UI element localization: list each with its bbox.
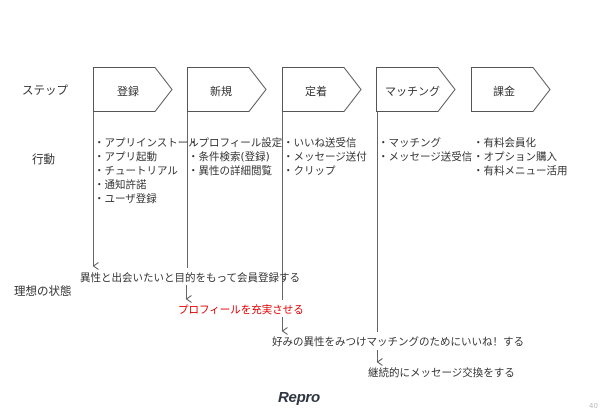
list-item: ・異性の詳細閲覧 [188, 165, 272, 177]
step-shape-1 [93, 67, 173, 112]
ideal-state-3: 好みの異性をみつけマッチングのためにいいね！する [272, 336, 524, 348]
action-list-5: ・有料会員化 ・オプション購入 ・有料メニュー活用 [473, 136, 568, 178]
step-shape-5 [471, 67, 551, 112]
step-label-1: 登録 [117, 85, 139, 98]
ideal-state-1: 異性と出会いたいと目的をもって会員登録する [80, 272, 300, 284]
list-item: ・いいね送受信 [283, 137, 357, 149]
step-shape-3 [282, 67, 362, 112]
list-item: ・マッチング [378, 137, 441, 149]
ideal-state-4: 継続的にメッセージ交換をする [368, 367, 515, 379]
list-item: ・クリップ [283, 165, 336, 177]
step-label-4: マッチング [385, 85, 440, 98]
repro-logo: Repro [278, 389, 320, 406]
list-item: ・プロフィール設定 [188, 137, 283, 149]
list-item: ・有料会員化 [473, 137, 536, 149]
list-item: ・有料メニュー活用 [473, 165, 568, 177]
step-label-2: 新規 [210, 85, 232, 98]
row-label-actions: 行動 [32, 152, 55, 166]
step-shape-4 [376, 67, 456, 112]
row-label-steps: ステップ [22, 83, 68, 97]
list-item: ・メッセージ送付 [283, 151, 367, 163]
action-list-2: ・プロフィール設定 ・条件検索(登録) ・異性の詳細閲覧 [188, 136, 282, 178]
list-item: ・条件検索(登録) [188, 151, 270, 163]
list-item: ・メッセージ送受信 [378, 151, 473, 163]
row-label-ideal-state: 理想の状態 [14, 284, 72, 298]
action-list-3: ・いいね送受信 ・メッセージ送付 ・クリップ [283, 136, 367, 178]
action-list-4: ・マッチング ・メッセージ送受信 [378, 136, 472, 164]
ideal-state-2-highlight: プロフィールを充実させる [178, 304, 304, 316]
list-item: ・オプション購入 [473, 151, 557, 163]
step-label-3: 定着 [305, 85, 327, 98]
page-number: 40 [589, 402, 598, 410]
list-item: ・アプリインストール [94, 137, 199, 149]
step-shape-2 [187, 67, 267, 112]
action-list-1: ・アプリインストール ・アプリ起動 ・チュートリアル ・通知許諾 ・ユーザ登録 [94, 136, 199, 206]
list-item: ・通知許諾 [94, 179, 147, 191]
list-item: ・ユーザ登録 [94, 193, 157, 205]
step-label-5: 課金 [493, 85, 515, 98]
list-item: ・アプリ起動 [94, 151, 157, 163]
list-item: ・チュートリアル [94, 165, 178, 177]
